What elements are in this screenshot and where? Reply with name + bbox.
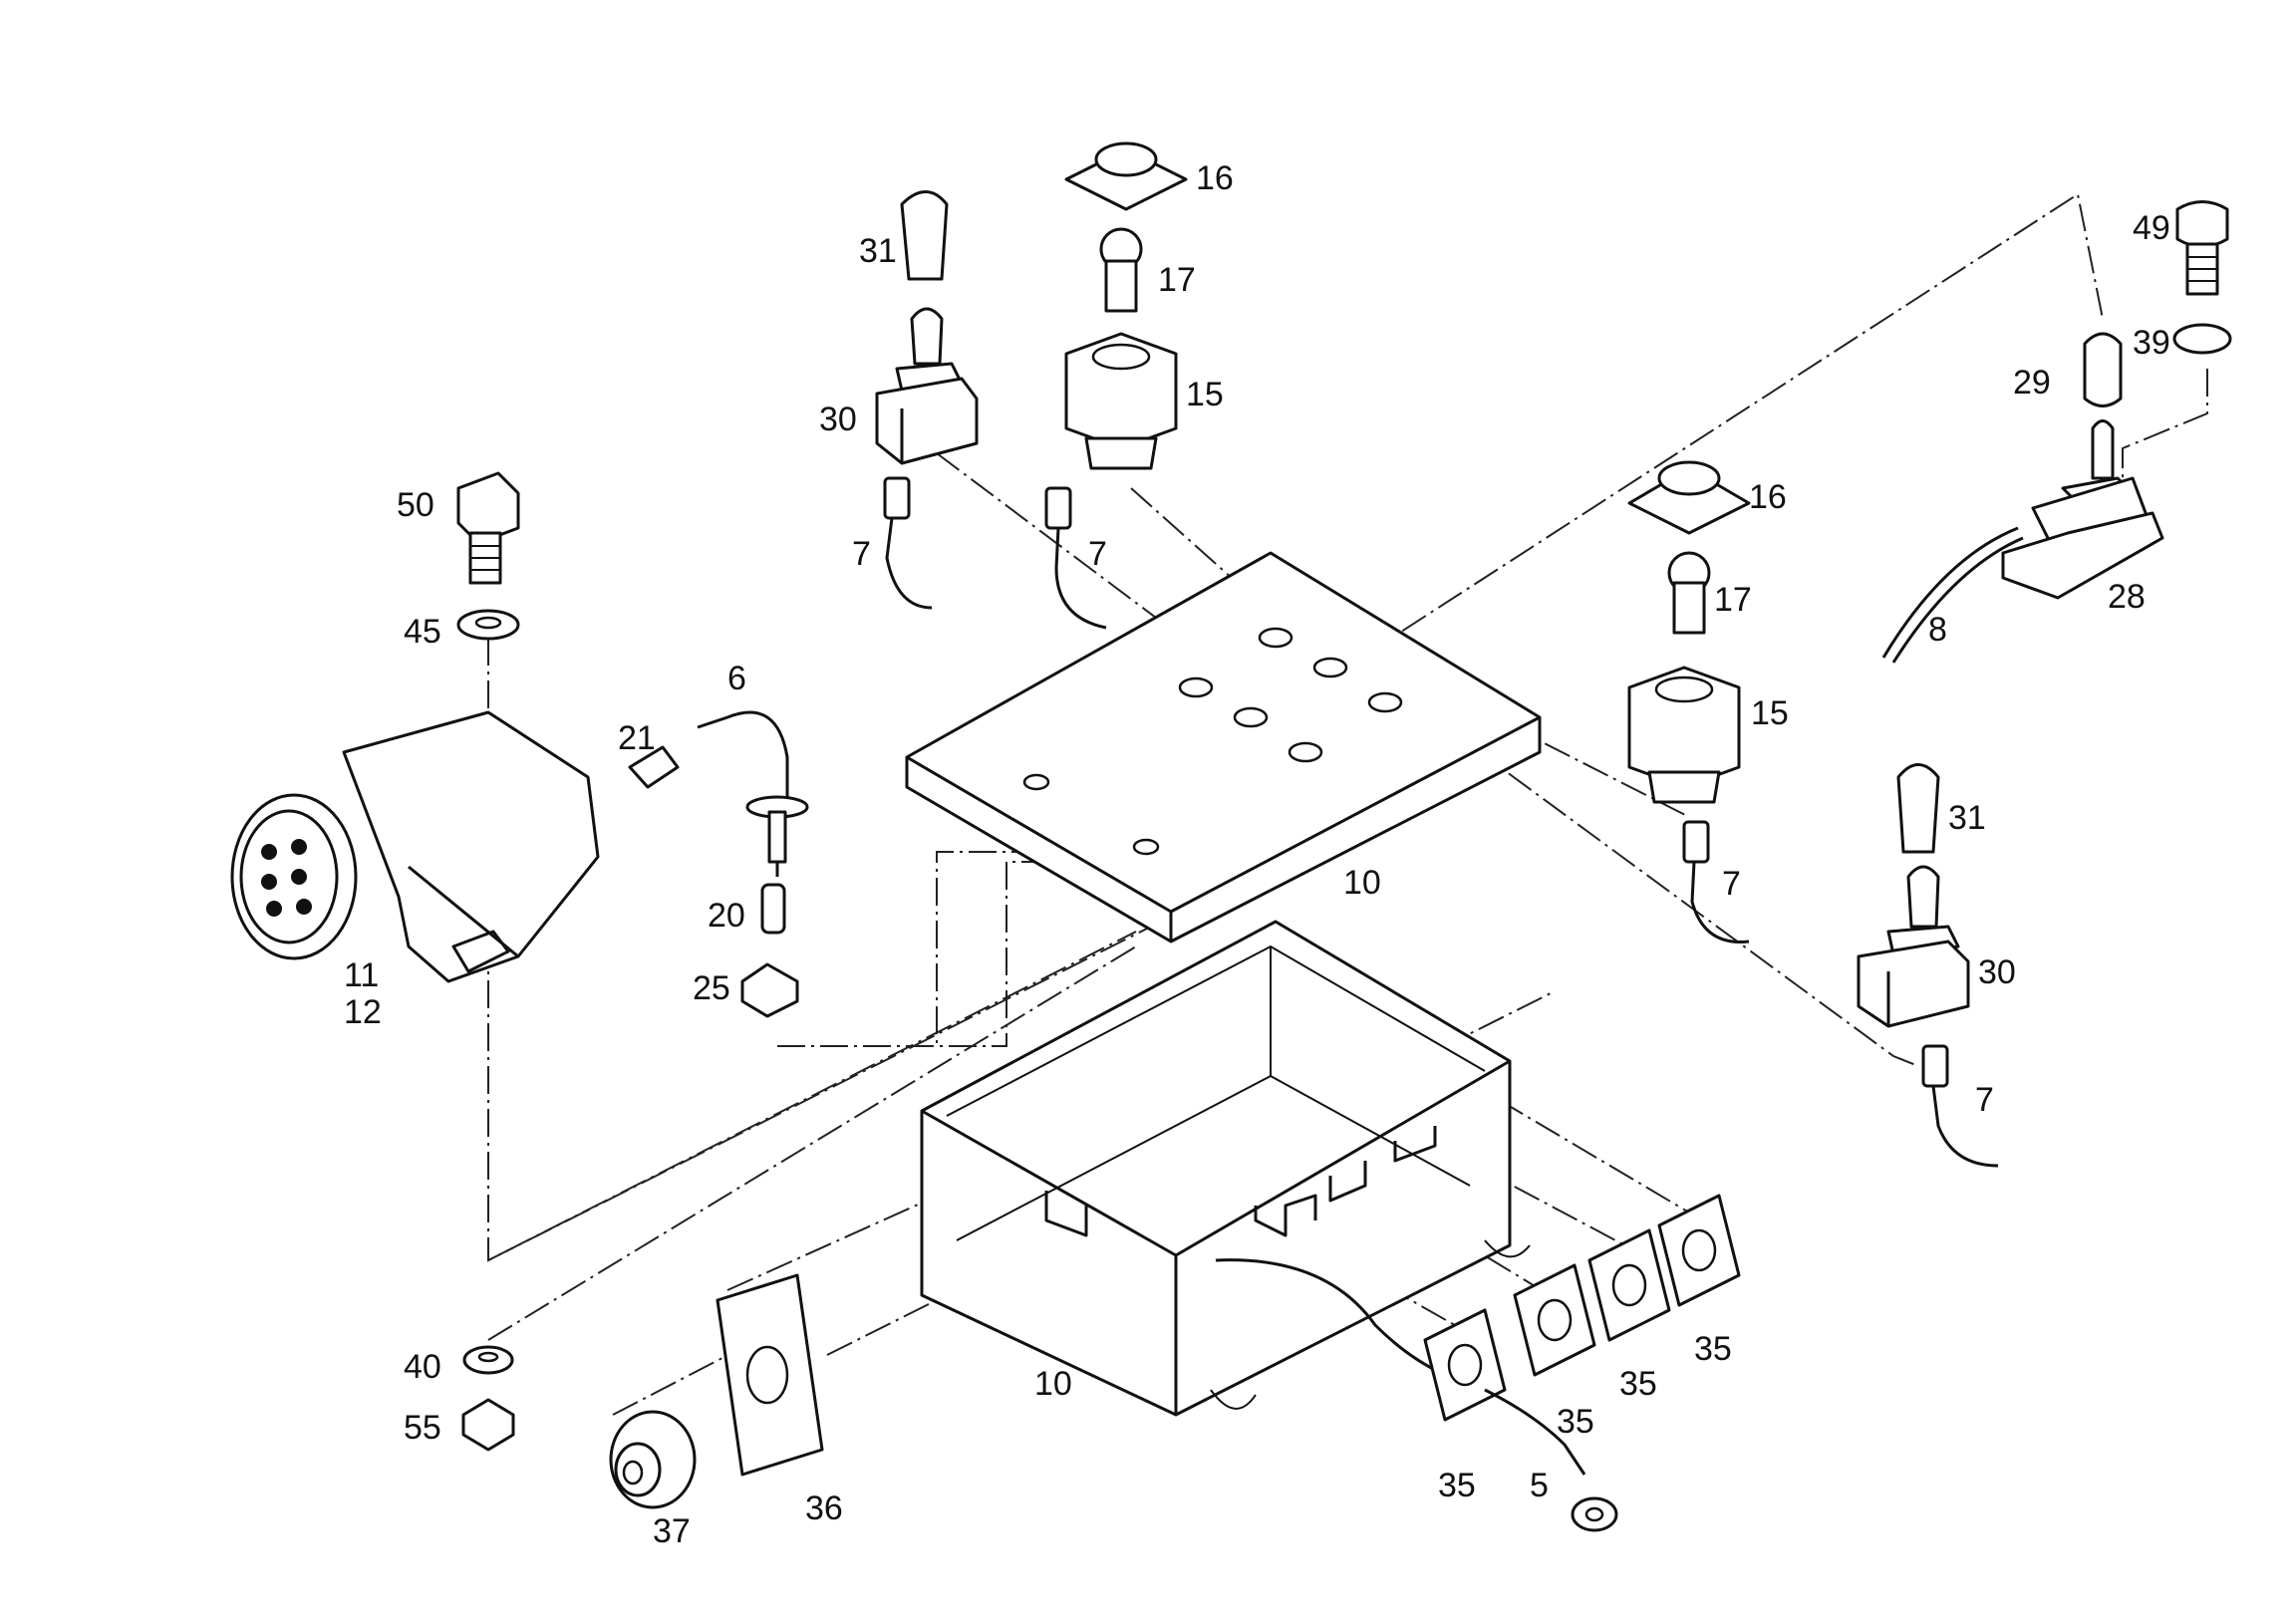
lever-cap-31-right — [1896, 763, 1940, 854]
label-7-right-lamp: 7 — [1722, 865, 1741, 903]
label-16-right: 16 — [1749, 478, 1787, 516]
label-31-right: 31 — [1948, 799, 1986, 837]
washer-39 — [2172, 323, 2232, 355]
label-6: 6 — [727, 660, 746, 697]
label-50: 50 — [397, 486, 434, 524]
label-35-c: 35 — [1619, 1365, 1657, 1403]
label-30-left: 30 — [819, 401, 857, 438]
label-31-left: 31 — [859, 232, 897, 270]
cable-8 — [1881, 526, 2024, 664]
grommet-35-a — [1423, 1308, 1507, 1422]
label-17-right: 17 — [1714, 581, 1752, 619]
washer-45 — [456, 609, 520, 641]
label-35-d: 35 — [1694, 1330, 1732, 1368]
bulb-17-right — [1667, 551, 1711, 635]
label-30-right: 30 — [1978, 953, 2016, 991]
lamp-holder-15-right — [1627, 666, 1741, 804]
terminal-7-right — [1921, 1044, 1999, 1168]
label-7-right: 7 — [1975, 1081, 1994, 1119]
label-21: 21 — [618, 719, 656, 757]
label-7-left: 7 — [852, 535, 871, 573]
label-20: 20 — [708, 897, 745, 935]
round-connector — [230, 710, 600, 983]
label-28: 28 — [2108, 578, 2146, 616]
label-36: 36 — [805, 1489, 843, 1527]
cover-plate — [905, 551, 1542, 944]
angle-nozzle-6 — [697, 710, 809, 877]
label-45: 45 — [404, 613, 441, 651]
terminal-7-mid — [1044, 486, 1107, 630]
part-labels: 50 45 11 12 40 55 21 6 20 25 31 30 7 16 … — [344, 159, 2170, 1550]
lens-16-right — [1627, 460, 1751, 535]
label-17-left: 17 — [1158, 261, 1196, 299]
label-35-a: 35 — [1438, 1467, 1476, 1504]
label-49: 49 — [2133, 209, 2170, 247]
earth-cable-5 — [1484, 1388, 1618, 1532]
grommet-35-d — [1657, 1194, 1741, 1307]
lens-16-left — [1064, 141, 1188, 211]
label-12: 12 — [344, 993, 382, 1031]
nut-55 — [461, 1398, 515, 1452]
label-35-b: 35 — [1557, 1403, 1594, 1441]
lamp-holder-15-left — [1064, 332, 1178, 470]
plug-37 — [609, 1410, 697, 1509]
label-37: 37 — [653, 1512, 691, 1550]
terminal-7-left — [883, 476, 933, 610]
nut-25 — [740, 962, 799, 1018]
label-10-plate: 10 — [1343, 864, 1381, 902]
terminal-7-right-lamp — [1682, 820, 1750, 944]
label-29: 29 — [2013, 364, 2051, 402]
lever-cap-29 — [2083, 332, 2123, 407]
label-10-box: 10 — [1034, 1365, 1072, 1403]
sleeve-20 — [760, 883, 786, 935]
label-55: 55 — [404, 1409, 441, 1447]
label-40: 40 — [404, 1348, 441, 1386]
label-7-mid: 7 — [1088, 535, 1107, 573]
label-25: 25 — [693, 969, 730, 1007]
label-15-left: 15 — [1186, 376, 1224, 413]
grommet-35-c — [1587, 1228, 1671, 1342]
washer-40 — [462, 1345, 514, 1375]
plate-36 — [716, 1273, 824, 1477]
grommet-35-b — [1513, 1263, 1596, 1377]
bulb-17-left — [1099, 227, 1143, 313]
screw-49 — [2175, 200, 2229, 296]
bolt-50 — [456, 471, 520, 585]
toggle-switch-30-left — [875, 307, 979, 465]
label-15-right: 15 — [1751, 694, 1789, 732]
label-16-left: 16 — [1196, 159, 1234, 197]
label-5: 5 — [1530, 1467, 1549, 1504]
tube-21 — [628, 745, 680, 789]
lever-cap-31-left — [900, 190, 949, 281]
switch-bracket-28 — [2001, 419, 2164, 600]
toggle-switch-30-right — [1857, 865, 1970, 1028]
label-11: 11 — [344, 956, 379, 994]
label-39: 39 — [2133, 324, 2170, 362]
enclosure-box — [920, 920, 1531, 1417]
label-8: 8 — [1928, 611, 1947, 649]
